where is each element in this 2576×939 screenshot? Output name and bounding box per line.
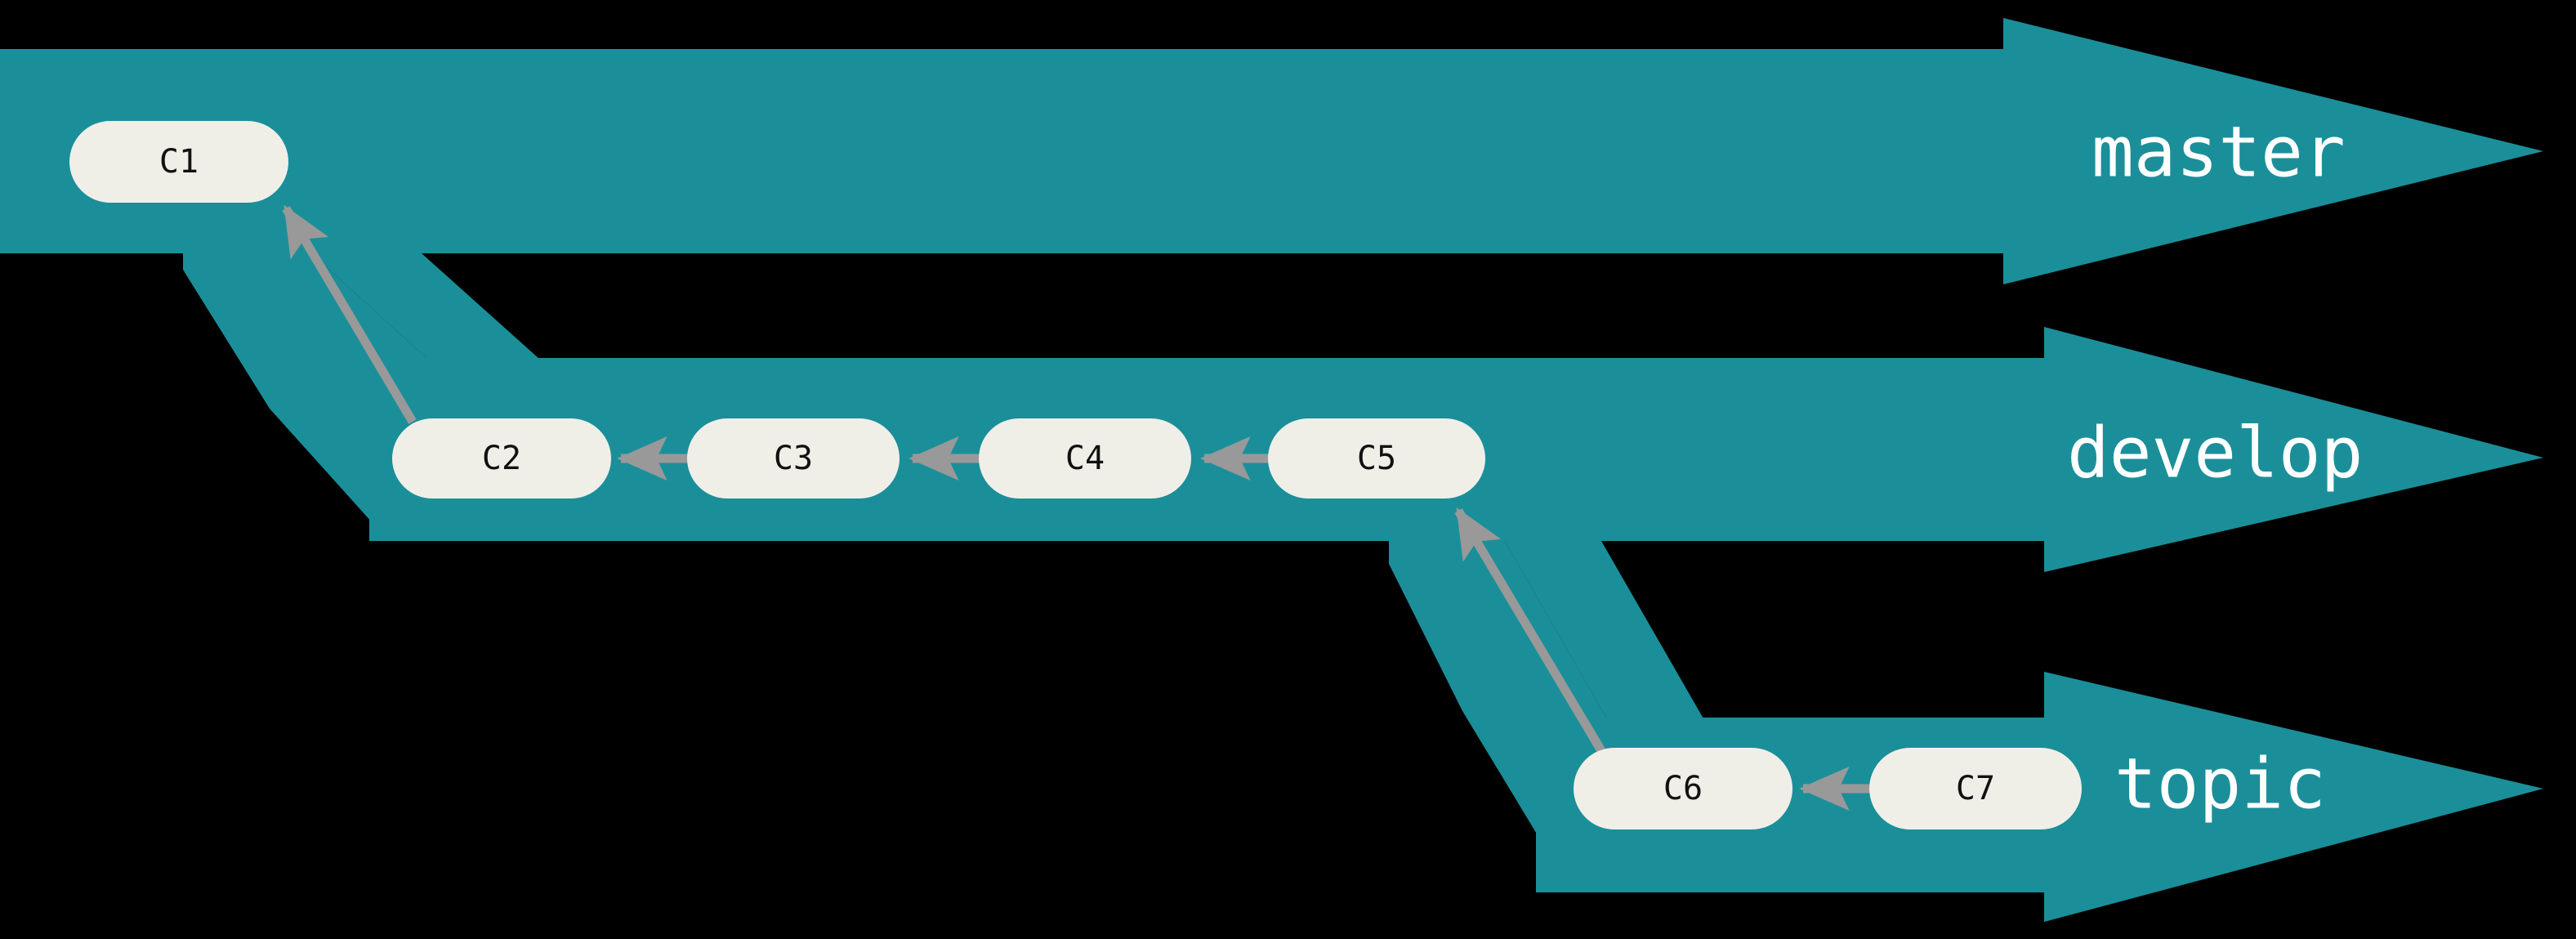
commit-nodes: C1 C2 C3 C4 C5 C6 (69, 121, 2082, 829)
commit-node-c6[interactable]: C6 (1574, 748, 1792, 829)
commit-node-c4[interactable]: C4 (979, 418, 1191, 499)
connector-master-to-develop (183, 245, 2003, 366)
branch-labels: master develop topic (2067, 111, 2363, 825)
commit-label: C2 (482, 440, 521, 477)
commit-node-c7[interactable]: C7 (1869, 748, 2082, 829)
edge-c6-to-c5 (1454, 507, 1607, 756)
branch-band-master (0, 18, 2543, 284)
commit-capsule[interactable] (69, 121, 288, 203)
branch-label-topic: topic (2114, 743, 2326, 825)
commit-label: C1 (159, 143, 199, 181)
commit-node-c2[interactable]: C2 (392, 418, 611, 499)
commit-node-c3[interactable]: C3 (687, 418, 900, 499)
commit-capsule[interactable] (392, 418, 611, 499)
commit-capsule[interactable] (1574, 748, 1792, 829)
connector-develop-to-topic (1389, 533, 2044, 726)
commit-label: C3 (774, 440, 813, 477)
commit-capsule[interactable] (1869, 748, 2082, 829)
commit-label: C7 (1956, 770, 1995, 807)
commit-label: C4 (1065, 440, 1105, 477)
edge-c2-to-c1 (282, 204, 417, 424)
commit-node-c5[interactable]: C5 (1268, 418, 1485, 499)
branch-label-master: master (2092, 111, 2346, 193)
commit-capsule[interactable] (979, 418, 1191, 499)
commit-node-c1[interactable]: C1 (69, 121, 288, 203)
branch-label-develop: develop (2067, 412, 2363, 494)
commit-label: C5 (1357, 440, 1396, 477)
commit-parent-arrows (282, 204, 1873, 812)
commit-capsule[interactable] (1268, 418, 1485, 499)
commit-label: C6 (1663, 770, 1703, 807)
commit-capsule[interactable] (687, 418, 900, 499)
